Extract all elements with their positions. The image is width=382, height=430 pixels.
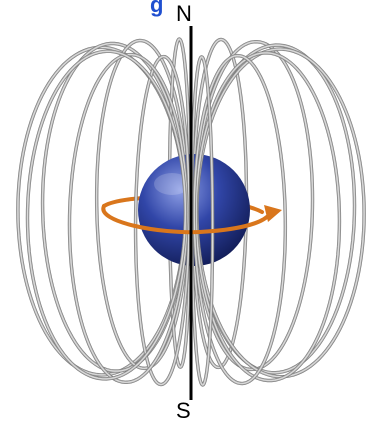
top-cropped-text: g	[150, 0, 163, 18]
south-pole-label: S	[176, 398, 191, 424]
north-pole-label: N	[176, 1, 192, 27]
